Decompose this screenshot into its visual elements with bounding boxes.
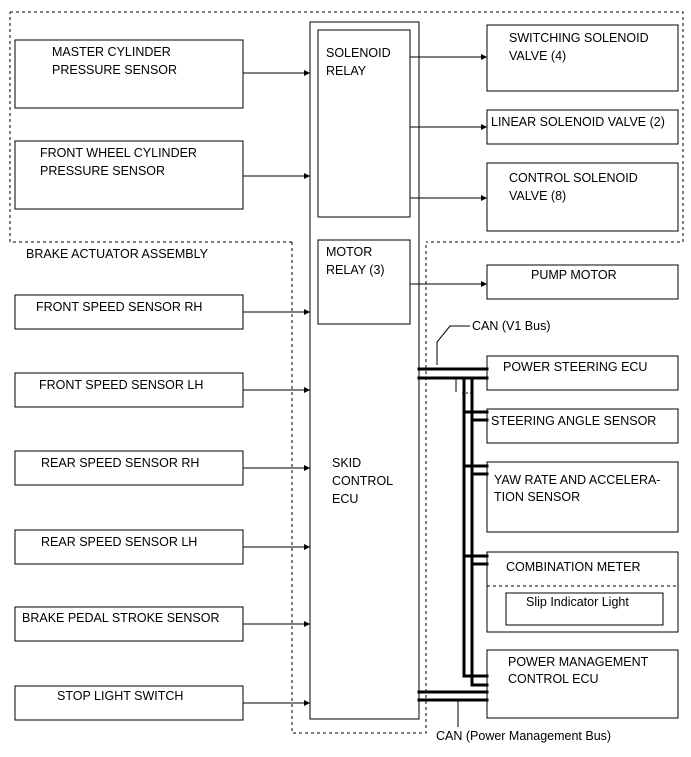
solenoid-area-boundary	[9, 11, 684, 243]
solenoid-relay-box	[317, 29, 411, 218]
front-speed-lh-label: FRONT SPEED SENSOR LH	[39, 378, 203, 392]
ecu-label-3: ECU	[332, 492, 358, 506]
ecu-label-2: CONTROL	[332, 474, 393, 488]
yaw-rate-sensor-label-1: YAW RATE AND ACCELERA-	[494, 473, 660, 487]
pump-motor-box	[486, 264, 679, 300]
control-solenoid-label-2: VALVE (8)	[509, 189, 566, 203]
motor-relay-label-1: MOTOR	[326, 245, 372, 259]
power-management-ecu-label-1: POWER MANAGEMENT	[508, 655, 649, 669]
brake-pedal-stroke-box	[14, 606, 244, 642]
control-solenoid-label-1: CONTROL SOLENOID	[509, 171, 638, 185]
front-wheel-cylinder-sensor-box	[14, 140, 244, 210]
pump-motor-label: PUMP MOTOR	[531, 268, 617, 282]
master-cylinder-label-2: PRESSURE SENSOR	[52, 63, 177, 77]
switching-solenoid-label-2: VALVE (4)	[509, 49, 566, 63]
can-pm-bus-label: CAN (Power Management Bus)	[436, 729, 611, 743]
can-pm-bus	[417, 690, 489, 702]
can-v1-leader	[436, 325, 470, 365]
power-steering-ecu-label: POWER STEERING ECU	[503, 360, 647, 374]
solenoid-relay-label-1: SOLENOID	[326, 46, 391, 60]
stop-light-switch-box	[14, 685, 244, 721]
slip-indicator-box	[505, 592, 664, 626]
power-management-ecu-label-2: CONTROL ECU	[508, 672, 599, 686]
power-management-ecu-box	[486, 649, 679, 719]
rear-speed-lh-label: REAR SPEED SENSOR LH	[41, 535, 197, 549]
brake-actuator-label: BRAKE ACTUATOR ASSEMBLY	[26, 247, 209, 261]
steering-angle-sensor-box	[486, 408, 679, 444]
ecu-label-1: SKID	[332, 456, 361, 470]
rear-speed-rh-label: REAR SPEED SENSOR RH	[41, 456, 199, 470]
control-solenoid-box	[486, 162, 679, 232]
front-speed-rh-label: FRONT SPEED SENSOR RH	[36, 300, 202, 314]
can-v1-bus	[417, 367, 489, 687]
master-cylinder-sensor-box	[14, 39, 244, 109]
rear-speed-lh-box	[14, 529, 244, 565]
motor-relay-box	[317, 239, 411, 325]
switching-solenoid-label-1: SWITCHING SOLENOID	[509, 31, 649, 45]
brake-pedal-stroke-label: BRAKE PEDAL STROKE SENSOR	[22, 611, 220, 625]
combination-meter-label: COMBINATION METER	[506, 560, 641, 574]
linear-solenoid-label: LINEAR SOLENOID VALVE (2)	[491, 115, 665, 129]
power-steering-ecu-box	[486, 355, 679, 391]
switching-solenoid-box	[486, 24, 679, 92]
motor-relay-label-2: RELAY (3)	[326, 263, 385, 277]
stop-light-switch-label: STOP LIGHT SWITCH	[57, 689, 183, 703]
master-cylinder-label-1: MASTER CYLINDER	[52, 45, 171, 59]
yaw-rate-sensor-box	[486, 461, 679, 533]
can-v1-bus-label: CAN (V1 Bus)	[472, 319, 551, 333]
front-wheel-cylinder-label-2: PRESSURE SENSOR	[40, 164, 165, 178]
front-wheel-cylinder-label-1: FRONT WHEEL CYLINDER	[40, 146, 197, 160]
brake-actuator-boundary	[291, 242, 427, 734]
solenoid-relay-label-2: RELAY	[326, 64, 367, 78]
yaw-rate-sensor-label-2: TION SENSOR	[494, 490, 580, 504]
steering-angle-sensor-label: STEERING ANGLE SENSOR	[491, 414, 656, 428]
rear-speed-rh-box	[14, 450, 244, 486]
slip-indicator-label: Slip Indicator Light	[526, 595, 629, 609]
